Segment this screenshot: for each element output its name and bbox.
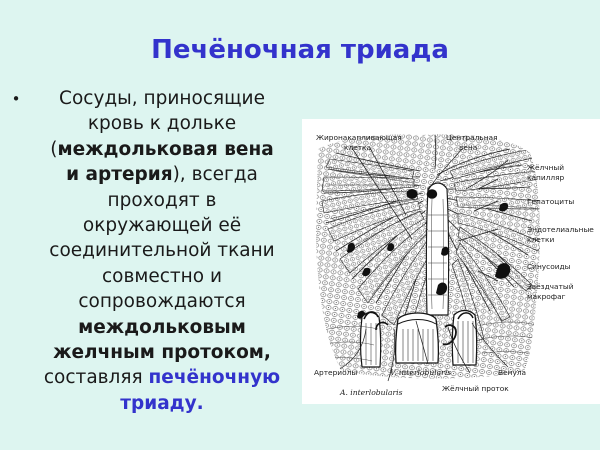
label-v-interlobularis: V. interlobularis xyxy=(390,368,451,377)
body-line: желчным протоком, xyxy=(53,342,271,364)
body-text-block: • Сосуды, приносящие кровь к дольке (меж… xyxy=(8,86,300,416)
body-line: триаду. xyxy=(120,392,204,414)
body-line: проходят в xyxy=(107,189,217,211)
label-bile-capillary-line2: капилляр xyxy=(527,173,565,182)
label-stellate-macrophage: Звёздчатый xyxy=(527,282,574,291)
tissue-mass xyxy=(316,134,540,379)
bullet-list-item: • Сосуды, приносящие кровь к дольке (меж… xyxy=(8,86,300,416)
label-endothelial-cells: Эндотелиальные xyxy=(527,225,594,234)
label-a-interlobularis: A. interlobularis xyxy=(339,388,403,397)
portal-vessels xyxy=(359,309,478,368)
liver-lobule-figure: Жиронакапливающая клетка Центральная вен… xyxy=(302,119,600,404)
label-arterioles: Артериолы xyxy=(314,368,357,377)
label-venule: Венула xyxy=(498,368,526,377)
label-sinusoids: Синусоиды xyxy=(527,262,571,271)
body-line: (междольковая вена xyxy=(50,138,274,160)
label-fat-storing-cell: Жиронакапливающая xyxy=(316,133,402,142)
label-leader-lines xyxy=(339,147,509,382)
body-line: окружающей её xyxy=(82,215,242,237)
body-line: междольковым xyxy=(78,316,246,338)
central-vein-lumen xyxy=(425,182,450,316)
page-title: Печёночная триада xyxy=(151,35,449,65)
figure-labels: Жиронакапливающая клетка Центральная вен… xyxy=(314,133,594,397)
body-line: кровь к дольке xyxy=(87,113,237,135)
label-bile-duct: Жёлчный проток xyxy=(442,384,509,393)
label-bile-capillary: Жёлчный xyxy=(527,163,564,172)
bullet-marker-icon: • xyxy=(11,90,21,108)
label-central-vein: Центральная xyxy=(446,133,498,142)
stellate-macrophage-marks xyxy=(347,189,511,319)
bullet-text: Сосуды, приносящие кровь к дольке (междо… xyxy=(24,86,300,416)
body-line: сопровождаются xyxy=(78,291,246,313)
body-line: совместно и xyxy=(102,265,222,287)
label-stellate-macrophage-line2: макрофаг xyxy=(527,292,566,301)
body-line: Сосуды, приносящие xyxy=(59,88,265,109)
body-line: соединительной ткани xyxy=(49,240,275,262)
label-central-vein-line2: вена xyxy=(459,143,477,152)
body-line: и артерия), всегда xyxy=(66,164,258,186)
liver-lobule-illustration: Жиронакапливающая клетка Центральная вен… xyxy=(302,119,600,404)
label-fat-storing-cell-line2: клетка xyxy=(344,143,371,152)
body-line: составляя печёночную xyxy=(43,367,281,389)
label-hepatocytes: Гепатоциты xyxy=(527,197,574,206)
label-endothelial-cells-line2: клетки xyxy=(527,235,555,244)
